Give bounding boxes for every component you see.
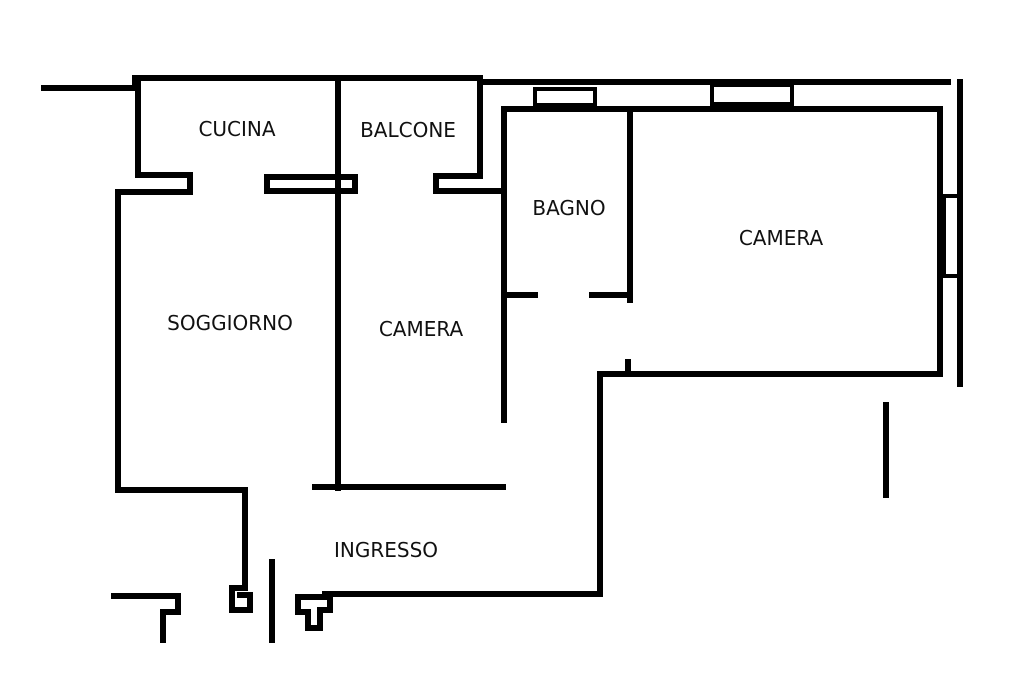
room-label-ingresso: INGRESSO [333, 538, 439, 562]
room-label-camera-large: CAMERA [738, 226, 824, 250]
room-label-bagno: BAGNO [532, 196, 606, 220]
room-label-camera-middle: CAMERA [378, 317, 464, 341]
windows [533, 83, 962, 278]
room-label-cucina: CUCINA [198, 117, 276, 141]
room-label-balcone: BALCONE [360, 118, 456, 142]
walls [41, 75, 963, 643]
room-label-soggiorno: SOGGIORNO [167, 311, 293, 335]
